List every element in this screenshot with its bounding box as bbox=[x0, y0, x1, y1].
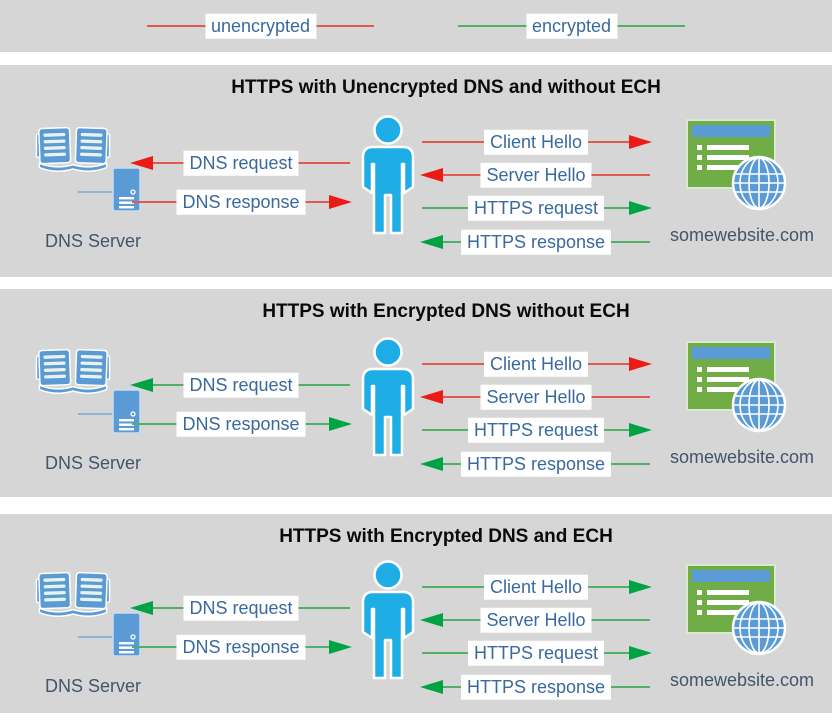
arrow-dns-request: DNS request bbox=[130, 595, 350, 621]
website-label: somewebsite.com bbox=[669, 225, 815, 245]
arrowhead-icon bbox=[629, 423, 652, 437]
book-icon bbox=[35, 126, 111, 172]
user-icon bbox=[361, 337, 415, 457]
arrow-label: HTTPS request bbox=[467, 640, 605, 666]
arrow-label: HTTPS response bbox=[460, 451, 612, 477]
legend-encrypted-label: encrypted bbox=[525, 13, 618, 39]
arrow-label: Client Hello bbox=[483, 351, 589, 377]
arrow-https-response: HTTPS response bbox=[420, 674, 650, 700]
dns-connector-line bbox=[78, 413, 116, 415]
website-icon bbox=[686, 564, 787, 656]
arrow-client-hello: Client Hello bbox=[422, 351, 652, 377]
arrowhead-icon bbox=[329, 640, 352, 654]
arrowhead-icon bbox=[420, 235, 443, 249]
panel-encrypted-dns-no-ech: HTTPS with Encrypted DNS without ECH DNS… bbox=[0, 289, 832, 497]
arrow-label: DNS response bbox=[176, 411, 306, 437]
arrowhead-icon bbox=[130, 156, 153, 170]
arrowhead-icon bbox=[420, 168, 443, 182]
arrow-dns-response: DNS response bbox=[132, 189, 352, 215]
arrowhead-icon bbox=[420, 457, 443, 471]
arrow-dns-response: DNS response bbox=[132, 411, 352, 437]
book-icon bbox=[35, 571, 111, 617]
arrow-label: Client Hello bbox=[483, 574, 589, 600]
arrow-client-hello: Client Hello bbox=[422, 129, 652, 155]
dns-server-label: DNS Server bbox=[45, 231, 142, 251]
arrow-label: HTTPS request bbox=[467, 417, 605, 443]
arrow-https-request: HTTPS request bbox=[422, 640, 652, 666]
arrowhead-icon bbox=[329, 195, 352, 209]
arrow-label: Server Hello bbox=[480, 384, 592, 410]
user-icon bbox=[361, 115, 415, 235]
website-label: somewebsite.com bbox=[669, 447, 815, 467]
arrow-server-hello: Server Hello bbox=[420, 162, 650, 188]
legend-item-encrypted: encrypted bbox=[458, 12, 685, 40]
arrow-label: DNS response bbox=[176, 189, 306, 215]
arrowhead-icon bbox=[629, 357, 652, 371]
arrowhead-icon bbox=[130, 378, 153, 392]
arrow-label: DNS request bbox=[183, 595, 299, 621]
dns-connector-line bbox=[78, 191, 116, 193]
website-label: somewebsite.com bbox=[669, 670, 815, 690]
panel-title: HTTPS with Encrypted DNS and ECH bbox=[279, 526, 613, 547]
dns-connector-line bbox=[78, 636, 116, 638]
arrow-label: HTTPS response bbox=[460, 229, 612, 255]
arrow-label: DNS request bbox=[183, 372, 299, 398]
arrowhead-icon bbox=[130, 601, 153, 615]
arrowhead-icon bbox=[329, 417, 352, 431]
panel-title: HTTPS with Encrypted DNS without ECH bbox=[262, 301, 630, 322]
arrow-label: HTTPS request bbox=[467, 195, 605, 221]
arrowhead-icon bbox=[420, 613, 443, 627]
arrow-label: Server Hello bbox=[480, 607, 592, 633]
arrowhead-icon bbox=[629, 646, 652, 660]
arrow-label: Server Hello bbox=[480, 162, 592, 188]
arrow-https-response: HTTPS response bbox=[420, 451, 650, 477]
arrow-label: DNS response bbox=[176, 634, 306, 660]
arrowhead-icon bbox=[629, 580, 652, 594]
panel-unencrypted-dns-no-ech: HTTPS with Unencrypted DNS and without E… bbox=[0, 65, 832, 277]
arrow-label: DNS request bbox=[183, 150, 299, 176]
arrow-server-hello: Server Hello bbox=[420, 384, 650, 410]
arrow-label: Client Hello bbox=[483, 129, 589, 155]
arrowhead-icon bbox=[420, 680, 443, 694]
arrowhead-icon bbox=[420, 390, 443, 404]
arrow-server-hello: Server Hello bbox=[420, 607, 650, 633]
book-icon bbox=[35, 348, 111, 394]
legend-item-unencrypted: unencrypted bbox=[147, 12, 374, 40]
legend-unencrypted-label: unencrypted bbox=[204, 13, 317, 39]
arrow-https-response: HTTPS response bbox=[420, 229, 650, 255]
arrow-dns-request: DNS request bbox=[130, 150, 350, 176]
website-icon bbox=[686, 341, 787, 433]
dns-server-label: DNS Server bbox=[45, 453, 142, 473]
arrow-dns-response: DNS response bbox=[132, 634, 352, 660]
arrow-dns-request: DNS request bbox=[130, 372, 350, 398]
legend: unencrypted encrypted bbox=[0, 0, 832, 52]
arrow-https-request: HTTPS request bbox=[422, 417, 652, 443]
arrow-https-request: HTTPS request bbox=[422, 195, 652, 221]
arrow-client-hello: Client Hello bbox=[422, 574, 652, 600]
arrow-label: HTTPS response bbox=[460, 674, 612, 700]
user-icon bbox=[361, 560, 415, 680]
website-icon bbox=[686, 119, 787, 211]
arrowhead-icon bbox=[629, 135, 652, 149]
panel-encrypted-dns-and-ech: HTTPS with Encrypted DNS and ECH DNS Ser… bbox=[0, 514, 832, 713]
panel-title: HTTPS with Unencrypted DNS and without E… bbox=[231, 77, 661, 98]
arrowhead-icon bbox=[629, 201, 652, 215]
dns-server-label: DNS Server bbox=[45, 676, 142, 696]
